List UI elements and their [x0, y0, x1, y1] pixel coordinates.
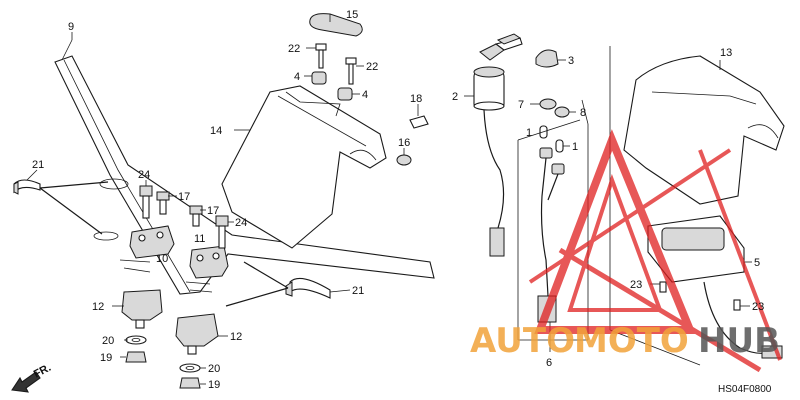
label-23-left: 23	[630, 279, 642, 291]
upper-holder-10	[129, 225, 175, 259]
label-19-left: 19	[100, 352, 112, 364]
label-11: 11	[194, 233, 205, 245]
label-16: 16	[398, 137, 410, 149]
label-21-left: 21	[32, 159, 44, 171]
front-marker: FR.	[32, 362, 53, 381]
watermark-word-hub: HUB	[698, 321, 780, 361]
handlebar-band-left	[13, 169, 129, 241]
watermark-word-auto: AUTO	[470, 321, 575, 361]
lower-holder-12-right	[175, 313, 228, 355]
label-1-left: 1	[526, 127, 532, 139]
label-14: 14	[210, 125, 222, 137]
label-6: 6	[546, 357, 552, 369]
label-22-right: 22	[366, 61, 378, 73]
screw-22-left	[306, 43, 327, 69]
screw-22-right	[345, 57, 364, 85]
cap-15	[309, 13, 363, 37]
label-12-left: 12	[92, 301, 104, 313]
label-18: 18	[410, 93, 422, 105]
key-set	[479, 33, 523, 61]
bolt-24-right	[215, 215, 234, 249]
label-7: 7	[518, 99, 524, 111]
bolt-17-right	[189, 205, 206, 227]
front-arrow-icon	[11, 371, 41, 393]
meter-5	[647, 215, 783, 359]
label-20-left: 20	[102, 335, 114, 347]
screw-23-right	[733, 299, 750, 311]
label-9: 9	[68, 21, 74, 33]
label-23-right: 23	[752, 301, 764, 313]
label-19-right: 19	[208, 379, 220, 391]
watermark-triangle-inner	[567, 173, 663, 312]
diagram-code: HS04F0800	[718, 384, 772, 395]
watermark-logo	[528, 129, 782, 373]
bolt-17-left	[156, 191, 177, 215]
grommet-4-right	[337, 87, 360, 101]
label-22-left: 22	[288, 43, 300, 55]
nut-19-left	[120, 351, 147, 363]
label-20-right: 20	[208, 363, 220, 375]
washer-20-left	[124, 335, 147, 345]
washer-20-right	[179, 363, 206, 373]
grommet-4-left	[304, 71, 327, 85]
label-21-right: 21	[352, 285, 364, 297]
handlebar-band-right	[225, 261, 351, 307]
label-3: 3	[568, 55, 574, 67]
meter-cover-13	[623, 55, 785, 205]
label-2: 2	[452, 91, 458, 103]
bolt-24-left	[139, 185, 153, 219]
label-12-right: 12	[230, 331, 242, 343]
upper-holder-11	[189, 245, 229, 279]
label-5: 5	[754, 257, 760, 269]
plug-7	[530, 98, 557, 110]
label-13: 13	[720, 47, 732, 59]
label-1-right: 1	[572, 141, 578, 153]
label-4-right: 4	[362, 89, 368, 101]
label-17-right: 17	[207, 205, 219, 217]
clip-18	[409, 104, 429, 129]
label-10: 10	[156, 253, 168, 265]
label-17-left: 17	[178, 191, 190, 203]
cap-3	[535, 49, 566, 68]
harness-bracket-box	[517, 119, 589, 341]
lower-holder-12-left	[112, 289, 163, 329]
label-15: 15	[346, 9, 358, 21]
label-24-right: 24	[235, 217, 247, 229]
label-24-left: 24	[138, 169, 150, 181]
watermark-triangle-outer	[534, 129, 696, 334]
handlebar-cover-14	[221, 85, 387, 249]
nut-19-right	[179, 377, 206, 389]
label-4-left: 4	[294, 71, 300, 83]
grommet-16	[396, 148, 412, 166]
watermark-word-moto: MOTO	[574, 321, 689, 361]
plug-8	[554, 106, 576, 118]
ignition-switch-2	[464, 66, 505, 257]
label-8: 8	[580, 107, 586, 119]
bulb-1-right	[555, 139, 570, 153]
